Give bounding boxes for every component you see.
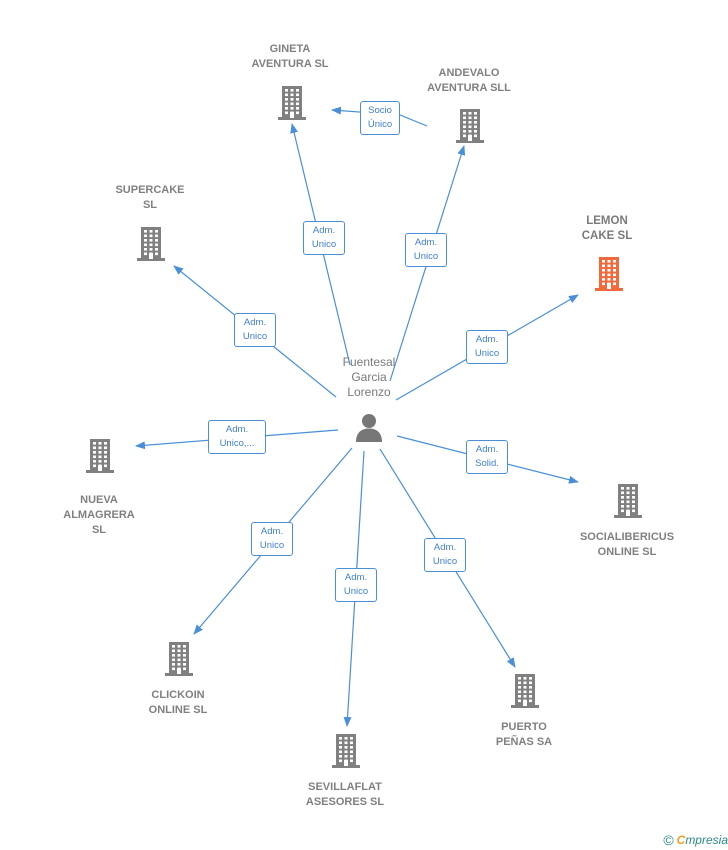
building-icon[interactable] <box>509 674 541 713</box>
relation-label-gineta[interactable]: Adm. Unico <box>303 221 345 255</box>
relation-label-lemon[interactable]: Adm. Unico <box>466 330 508 364</box>
building-icon[interactable] <box>163 642 195 681</box>
company-name-clickoin[interactable]: CLICKOIN ONLINE SL <box>148 689 208 716</box>
company-name-sevilla[interactable]: SEVILLAFLAT ASESORES SL <box>305 781 385 808</box>
relation-label-supercake[interactable]: Adm. Unico <box>234 313 276 347</box>
copyright-symbol: © <box>663 832 674 848</box>
building-icon[interactable] <box>593 257 625 296</box>
relation-label-sevilla[interactable]: Adm. Unico <box>335 568 377 602</box>
building-icon[interactable] <box>454 109 486 148</box>
person-name[interactable]: Fuentesal Garcia Lorenzo <box>342 355 396 399</box>
building-icon[interactable] <box>135 227 167 266</box>
footer-brand: © Cmpresia <box>663 832 728 848</box>
person-icon[interactable] <box>354 412 384 447</box>
company-name-gineta[interactable]: GINETA AVENTURA SL <box>251 43 329 70</box>
relation-label-puerto[interactable]: Adm. Unico <box>424 538 466 572</box>
relation-label-andevalo[interactable]: Adm. Unico <box>405 233 447 267</box>
relation-label-sociali[interactable]: Adm. Solid. <box>466 440 508 474</box>
company-name-puerto[interactable]: PUERTO PEÑAS SA <box>495 721 553 748</box>
building-icon[interactable] <box>612 484 644 523</box>
relation-label-gineta[interactable]: Socio Único <box>360 101 400 135</box>
relation-label-clickoin[interactable]: Adm. Unico <box>251 522 293 556</box>
brand-logo[interactable]: Cmpresia <box>676 833 728 847</box>
company-name-nueva[interactable]: NUEVA ALMAGRERA SL <box>63 494 135 536</box>
company-name-lemon[interactable]: LEMON CAKE SL <box>581 215 633 242</box>
building-icon[interactable] <box>84 439 116 478</box>
company-name-supercake[interactable]: SUPERCAKE SL <box>115 184 185 211</box>
company-name-andevalo[interactable]: ANDEVALO AVENTURA SLL <box>427 67 511 94</box>
building-icon[interactable] <box>330 734 362 773</box>
relation-label-nueva[interactable]: Adm. Unico,... <box>208 420 266 454</box>
building-icon[interactable] <box>276 86 308 125</box>
relation-edge-gineta <box>331 106 428 127</box>
company-name-sociali[interactable]: SOCIALIBERICUS ONLINE SL <box>579 531 675 558</box>
